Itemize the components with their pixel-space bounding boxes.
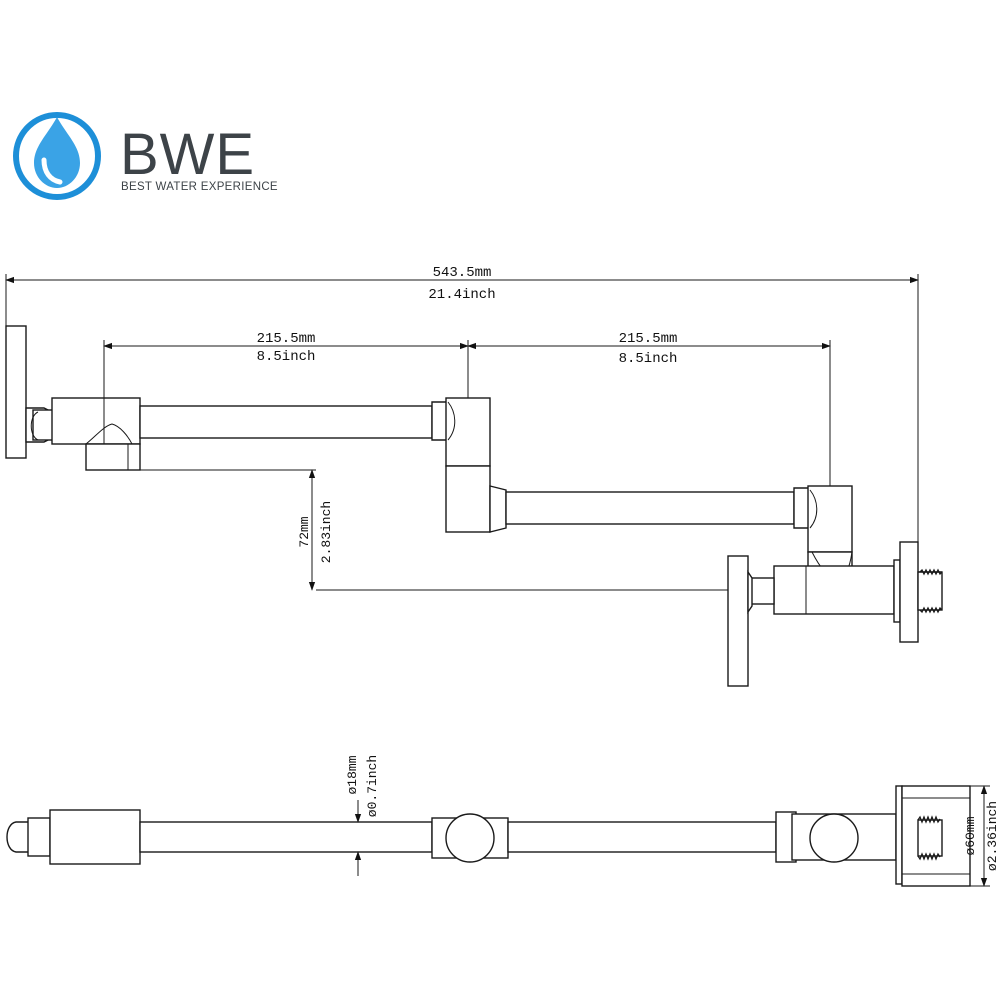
arm-one xyxy=(139,405,433,439)
plan-nozzle-tip xyxy=(6,821,31,853)
plan-spout-body xyxy=(49,809,141,865)
left-wall-plate xyxy=(5,325,27,459)
flange-diameter-mm: ø60mm xyxy=(963,816,978,855)
right-wall-flange xyxy=(899,541,919,643)
plan-joint-two-cap xyxy=(809,813,859,863)
water-drop-icon xyxy=(13,112,101,200)
spout-body xyxy=(51,397,141,445)
valve-stem xyxy=(749,577,775,605)
faucet-side-view xyxy=(5,325,943,687)
arm-two-length-inch: 8.5inch xyxy=(619,351,678,367)
arm-two xyxy=(505,491,795,525)
plan-nozzle-neck xyxy=(27,817,51,857)
flange-diameter-inch: ø2.36inch xyxy=(985,801,1000,871)
valve-body xyxy=(773,565,895,615)
arm-one-length-mm: 215.5mm xyxy=(257,331,316,347)
brand-name: BWE xyxy=(120,122,255,187)
pipe-diameter-inch: ø0.7inch xyxy=(365,755,380,817)
brand-logo: BWE BEST WATER EXPERIENCE xyxy=(13,112,278,200)
joint-one-neck xyxy=(489,485,507,533)
total-length-mm: 543.5mm xyxy=(433,265,492,281)
spout-elbow xyxy=(85,443,141,471)
drop-height-inch: 2.83inch xyxy=(319,501,334,563)
pipe-diameter-mm: ø18mm xyxy=(345,755,360,794)
drop-height-mm: 72mm xyxy=(297,516,312,547)
plan-inlet-thread xyxy=(917,819,943,857)
total-length-inch: 21.4inch xyxy=(428,287,495,303)
joint-one-lower xyxy=(445,465,491,533)
dimension-lines xyxy=(5,274,919,591)
plan-joint-one-cap xyxy=(445,813,495,863)
joint-two-body xyxy=(807,485,853,553)
nozzle-stem xyxy=(32,409,54,441)
arm-one-length-inch: 8.5inch xyxy=(257,349,316,365)
handle-lever xyxy=(727,555,749,687)
inlet-thread xyxy=(917,571,943,611)
arm-two-length-mm: 215.5mm xyxy=(619,331,678,347)
brand-tagline: BEST WATER EXPERIENCE xyxy=(121,181,278,193)
plan-arm-one xyxy=(139,821,433,853)
plan-arm-two xyxy=(507,821,777,853)
faucet-plan-view xyxy=(6,785,990,887)
